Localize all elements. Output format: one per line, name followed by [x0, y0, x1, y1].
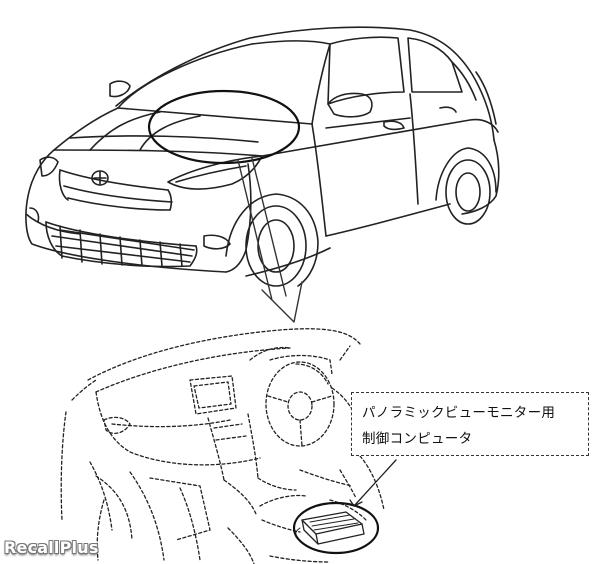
highlight-ellipse-exterior [147, 89, 301, 165]
callout-line-1: パノラミックビューモニター用 [362, 405, 556, 421]
component-callout-label: パノラミックビューモニター用 制御コンピュータ [351, 392, 589, 456]
car-exterior-illustration [25, 26, 500, 287]
watermark-logo: RecallPlus [4, 538, 99, 557]
car-interior-illustration [60, 328, 385, 564]
callout-leader-line [349, 459, 397, 507]
control-computer-component [295, 511, 365, 545]
highlight-ellipse-interior [292, 501, 380, 555]
callout-line-2: 制御コンピュータ [362, 431, 473, 447]
pointer-arrow [237, 157, 303, 323]
